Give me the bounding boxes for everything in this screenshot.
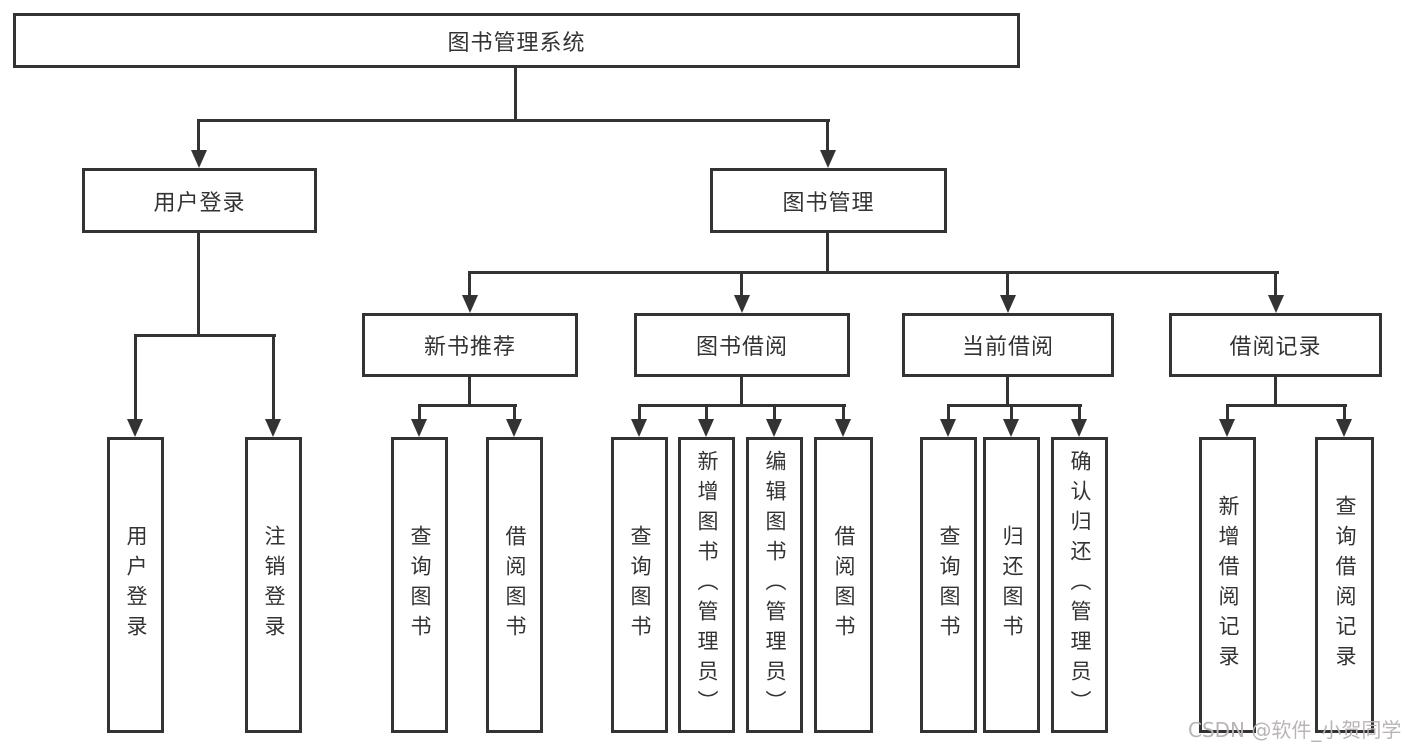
arrow-down-icon <box>1336 419 1352 437</box>
arrow-down-icon <box>835 419 851 437</box>
connector-vline <box>1010 405 1013 420</box>
connector-vline <box>773 405 776 420</box>
connector-vline <box>740 272 743 296</box>
leaf-confirm-return-admin: 确认归还（管理员） <box>1051 437 1108 733</box>
connector-vline <box>197 232 200 335</box>
arrow-down-icon <box>820 150 836 168</box>
connector-vline <box>842 405 845 420</box>
leaf-return-book: 归还图书 <box>983 437 1040 733</box>
arrow-down-icon <box>631 419 647 437</box>
connector-hline <box>468 271 1279 274</box>
connector-vline <box>638 405 641 420</box>
leaf-query-book-borrow: 查询图书 <box>611 437 668 733</box>
leaf-query-borrow-record: 查询借阅记录 <box>1315 437 1374 733</box>
connector-vline <box>826 233 829 272</box>
connector-hline <box>134 334 276 337</box>
connector-vline <box>1343 405 1346 420</box>
arrow-down-icon <box>766 419 782 437</box>
leaf-add-borrow-record: 新增借阅记录 <box>1199 437 1256 733</box>
node-user-login: 用户登录 <box>82 168 317 233</box>
connector-hline <box>1226 404 1347 407</box>
connector-vline <box>1078 405 1081 420</box>
connector-hline <box>947 404 1082 407</box>
connector-vline <box>1274 272 1277 296</box>
arrow-down-icon <box>1268 295 1284 313</box>
connector-vline <box>514 68 517 120</box>
arrow-down-icon <box>127 419 143 437</box>
leaf-query-book-recommend: 查询图书 <box>391 437 448 733</box>
arrow-down-icon <box>411 419 427 437</box>
node-new-book-recommend: 新书推荐 <box>362 313 578 377</box>
connector-vline <box>1006 272 1009 296</box>
arrow-down-icon <box>462 295 478 313</box>
arrow-down-icon <box>1071 419 1087 437</box>
connector-vline <box>134 335 137 420</box>
connector-vline <box>1006 377 1009 405</box>
arrow-down-icon <box>1003 419 1019 437</box>
node-book-management: 图书管理 <box>710 168 947 233</box>
csdn-watermark: CSDN @软件_小贺同学 <box>1188 718 1402 742</box>
arrow-down-icon <box>940 419 956 437</box>
connector-vline <box>1226 405 1229 420</box>
arrow-down-icon <box>1000 295 1016 313</box>
leaf-borrow-book-recommend: 借阅图书 <box>486 437 543 733</box>
connector-vline <box>513 405 516 420</box>
connector-vline <box>705 405 708 420</box>
connector-hline <box>638 404 846 407</box>
connector-vline <box>826 120 829 151</box>
connector-vline <box>740 377 743 405</box>
node-book-borrow: 图书借阅 <box>634 313 850 377</box>
leaf-borrow-book: 借阅图书 <box>814 437 873 733</box>
arrow-down-icon <box>265 419 281 437</box>
arrow-down-icon <box>698 419 714 437</box>
connector-vline <box>468 272 471 296</box>
connector-vline <box>272 335 275 420</box>
arrow-down-icon <box>506 419 522 437</box>
node-borrow-records: 借阅记录 <box>1169 313 1382 377</box>
leaf-user-login: 用户登录 <box>107 437 164 733</box>
connector-vline <box>947 405 950 420</box>
leaf-query-book-current: 查询图书 <box>920 437 977 733</box>
connector-vline <box>197 120 200 151</box>
connector-vline <box>1274 377 1277 405</box>
leaf-add-book-admin: 新增图书（管理员） <box>678 437 735 733</box>
leaf-edit-book-admin: 编辑图书（管理员） <box>746 437 803 733</box>
connector-vline <box>468 377 471 405</box>
arrow-down-icon <box>734 295 750 313</box>
connector-vline <box>418 405 421 420</box>
arrow-down-icon <box>1219 419 1235 437</box>
leaf-logout: 注销登录 <box>245 437 302 733</box>
connector-hline <box>418 404 517 407</box>
node-current-borrow: 当前借阅 <box>902 313 1114 377</box>
connector-hline <box>197 119 830 122</box>
node-library-management-system: 图书管理系统 <box>13 13 1020 68</box>
arrow-down-icon <box>191 150 207 168</box>
